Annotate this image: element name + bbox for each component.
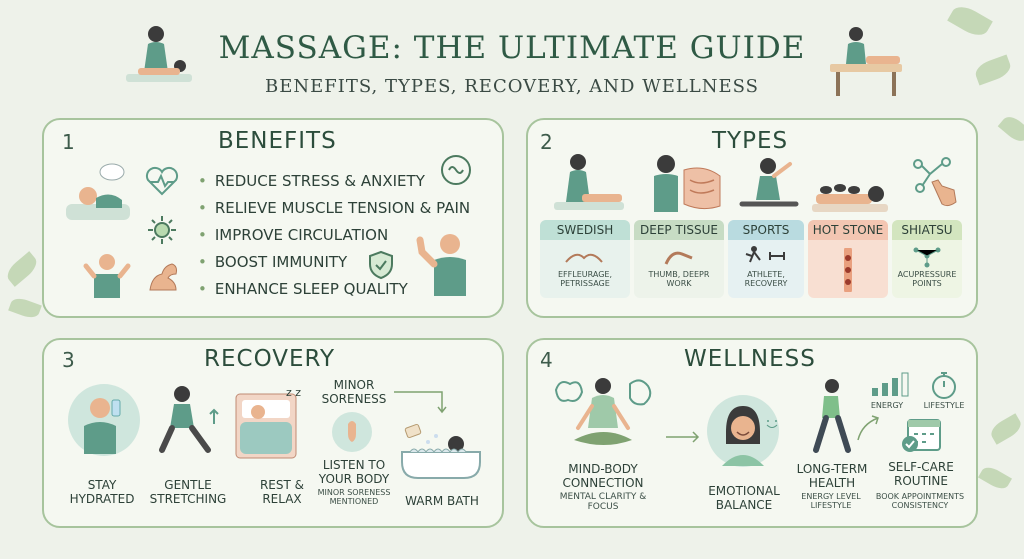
- meditation-icon: [554, 378, 652, 445]
- hydrate-label: STAY HYDRATED: [69, 478, 135, 507]
- hands-icon: [565, 253, 603, 263]
- arrow-right: [666, 431, 700, 443]
- rest-zz: z z: [286, 386, 302, 399]
- type-card-sports: SPORTS ATHLETE, RECOVERY: [728, 220, 804, 298]
- brain-icon: [441, 155, 471, 185]
- stretching-icon: [159, 386, 219, 453]
- type-desc: ACUPRESSURE POINTS: [897, 270, 957, 289]
- type-name: DEEP TISSUE: [634, 220, 724, 240]
- lifestyle-label: LIFESTYLE: [923, 401, 965, 410]
- self-care-note: BOOK APPOINTMENTS CONSISTENCY: [875, 492, 965, 511]
- arrow-up-right: [857, 415, 879, 441]
- sleeping-person-icon: [66, 163, 130, 220]
- flexing-man-icon: [416, 234, 466, 296]
- type-name: SHIATSU: [892, 220, 962, 240]
- athlete-icon: [745, 246, 785, 263]
- type-desc: EFFLEURAGE, PETRISSAGE: [558, 270, 612, 289]
- type-name: SWEDISH: [540, 220, 630, 240]
- self-care-label: SELF-CARE ROUTINE: [888, 460, 954, 489]
- deep-tissue-icon: [654, 155, 721, 212]
- stretch-label: GENTLE STRETCHING: [149, 478, 227, 507]
- happy-woman-icon: [707, 395, 779, 467]
- benefit-item: BOOST IMMUNITY: [198, 253, 347, 271]
- thumb-icon: [664, 251, 693, 265]
- wellness-title: WELLNESS: [684, 346, 816, 372]
- massage-icon: [126, 26, 192, 82]
- listen-note: MINOR SORENESS MENTIONED: [317, 488, 391, 507]
- hot-stone-icon: [812, 184, 888, 212]
- benefits-number: 1: [62, 130, 75, 154]
- walking-woman-icon: [813, 379, 851, 453]
- energy-label: ENERGY: [870, 401, 904, 410]
- benefit-item: RELIEVE MUSCLE TENSION & PAIN: [198, 199, 470, 217]
- shield-icon: [369, 250, 393, 280]
- recovery-title: RECOVERY: [204, 346, 336, 372]
- heartbeat-icon: [145, 166, 179, 196]
- strong-person-icon: [83, 254, 131, 298]
- mind-body-label: MIND-BODY CONNECTION: [562, 462, 644, 491]
- flexed-arm-icon: [149, 263, 177, 291]
- swedish-massage-icon: [554, 154, 624, 210]
- bed-rest-icon: [235, 393, 297, 459]
- acupressure-points-icon: [913, 247, 941, 268]
- spine-points-icon: [844, 248, 852, 292]
- smile-icon: [766, 420, 778, 428]
- benefit-item: IMPROVE CIRCULATION: [198, 226, 388, 244]
- acupressure-hand-icon: [913, 157, 957, 207]
- listen-body-icon: [332, 412, 372, 452]
- massage-table-icon: [830, 27, 902, 96]
- benefit-item: ENHANCE SLEEP QUALITY: [198, 280, 408, 298]
- sports-stretch-icon: [739, 158, 799, 207]
- calendar-icon: [902, 419, 941, 452]
- type-desc: THUMB, DEEPR WORK: [648, 270, 710, 289]
- circulation-icon: [148, 216, 176, 244]
- page-title: MASSAGE: THE ULTIMATE GUIDE: [218, 30, 806, 66]
- types-title: TYPES: [712, 128, 789, 154]
- type-name: SPORTS: [728, 220, 804, 240]
- type-card-swedish: SWEDISH EFFLEURAGE, PETRISSAGE: [540, 220, 630, 298]
- type-desc: ATHLETE, RECOVERY: [744, 270, 788, 289]
- page-subtitle: BENEFITS, TYPES, RECOVERY, AND WELLNESS: [264, 76, 759, 97]
- types-number: 2: [540, 130, 553, 154]
- benefit-item: REDUCE STRESS & ANXIETY: [198, 172, 425, 190]
- emotional-balance-label: EMOTIONAL BALANCE: [708, 484, 780, 513]
- recovery-number: 3: [62, 348, 75, 372]
- bath-label: WARM BATH: [405, 494, 479, 508]
- stopwatch-icon: [932, 372, 956, 399]
- mind-body-note: MENTAL CLARITY & FOCUS: [559, 492, 647, 513]
- type-card-deep-tissue: DEEP TISSUE THUMB, DEEPR WORK: [634, 220, 724, 298]
- warm-bath-icon: [401, 423, 481, 479]
- type-card-hot-stone: HOT STONE: [808, 220, 888, 298]
- rest-label: REST & RELAX: [259, 478, 305, 507]
- long-term-health-note: ENERGY LEVEL LIFESTYLE: [801, 492, 861, 511]
- arrow-right-down: [394, 391, 447, 414]
- long-term-health-label: LONG-TERM HEALTH: [796, 462, 868, 491]
- energy-bars-icon: [872, 372, 909, 397]
- benefits-title: BENEFITS: [218, 128, 337, 154]
- listen-label: LISTEN TO YOUR BODY: [318, 458, 390, 487]
- minor-soreness-label: MINOR SORENESS: [321, 378, 387, 407]
- drinking-water-icon: [68, 384, 140, 456]
- type-name: HOT STONE: [808, 220, 888, 240]
- wellness-number: 4: [540, 348, 553, 372]
